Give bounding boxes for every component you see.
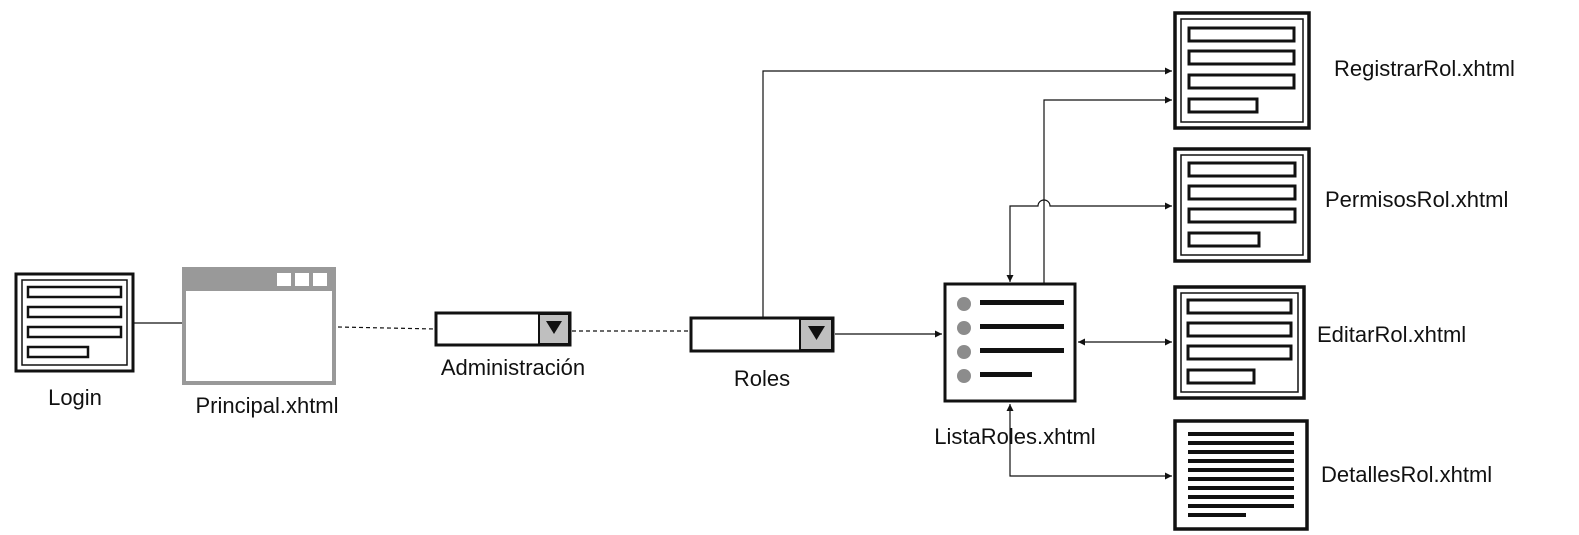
lista-roles-page-icon [943,282,1077,403]
administracion-dropdown-icon [434,311,572,347]
lista-roles-label: ListaRoles.xhtml [934,424,1096,449]
permisos-rol-page-icon [1173,147,1311,263]
edge-lista-detalles [1006,404,1172,480]
login-page-icon [14,272,135,373]
principal-label: Principal.xhtml [195,393,339,418]
detalles-rol-label: DetallesRol.xhtml [1321,462,1493,487]
edge-roles-registrar [762,67,1172,317]
registrar-rol-page-icon [1173,11,1311,130]
principal-window-icon [182,267,336,385]
edge-lista-registrar [1043,96,1172,283]
editar-rol-label: EditarRol.xhtml [1317,322,1467,347]
connectors [134,67,1172,480]
edge-principal-administracion [337,326,437,330]
registrar-rol-label: RegistrarRol.xhtml [1334,56,1515,81]
roles-label: Roles [733,366,791,391]
administracion-label: Administración [440,355,586,380]
roles-dropdown-icon [689,316,835,353]
login-label: Login [48,385,102,410]
edge-lista-permisos [1006,199,1172,282]
permisos-rol-label: PermisosRol.xhtml [1325,187,1509,212]
detalles-rol-page-icon [1173,419,1309,531]
editar-rol-page-icon [1173,285,1306,400]
